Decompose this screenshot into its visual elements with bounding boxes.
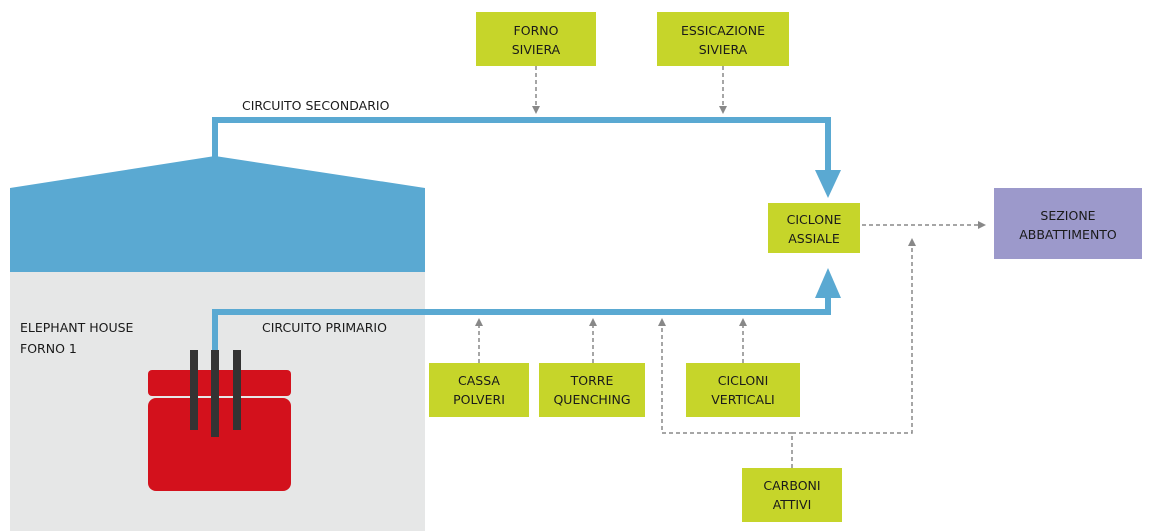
torre-quenching-line2: QUENCHING <box>553 392 630 407</box>
electrode-left <box>190 350 198 430</box>
essicazione-siviera-line1: ESSICAZIONE <box>681 23 765 38</box>
forno-siviera-box: FORNO SIVIERA <box>476 12 596 66</box>
torre-quenching-box: TORRE QUENCHING <box>539 363 645 417</box>
furnace-lid <box>148 370 291 396</box>
essicazione-siviera-line2: SIVIERA <box>699 42 748 57</box>
essicazione-siviera-box: ESSICAZIONE SIVIERA <box>657 12 789 66</box>
secondary-circuit-arrowhead <box>815 170 841 198</box>
cassa-polveri-line2: POLVERI <box>453 392 505 407</box>
carboni-attivi-line2: ATTIVI <box>773 497 812 512</box>
electrode-center <box>211 350 219 437</box>
furnace-body <box>148 398 291 491</box>
forno-siviera-line2: SIVIERA <box>512 42 561 57</box>
sezione-abbattimento-line1: SEZIONE <box>1040 208 1095 223</box>
sezione-abbattimento-box: SEZIONE ABBATTIMENTO <box>994 188 1142 259</box>
building-roof <box>10 156 425 272</box>
secondary-circuit-pipe <box>212 117 831 172</box>
carboni-attivi-left-connector <box>658 318 793 468</box>
sezione-abbattimento-line2: ABBATTIMENTO <box>1019 227 1117 242</box>
carboni-attivi-box: CARBONI ATTIVI <box>742 468 842 522</box>
torre-quenching-line1: TORRE <box>570 373 614 388</box>
circuito-primario-label: CIRCUITO PRIMARIO <box>262 320 387 335</box>
carboni-attivi-right-connector <box>792 238 916 434</box>
cassa-polveri-line1: CASSA <box>458 373 500 388</box>
cicloni-verticali-line1: CICLONI <box>718 373 769 388</box>
primary-circuit-pipe <box>212 296 831 350</box>
circuito-secondario-label: CIRCUITO SECONDARIO <box>242 98 390 113</box>
cicloni-verticali-box: CICLONI VERTICALI <box>686 363 800 417</box>
cassa-polveri-box: CASSA POLVERI <box>429 363 529 417</box>
primary-circuit-arrowhead <box>815 268 841 298</box>
building-label-line1: ELEPHANT HOUSE <box>20 320 134 335</box>
electrode-right <box>233 350 241 430</box>
building-label-line2: FORNO 1 <box>20 341 77 356</box>
ciclone-assiale-line1: CICLONE <box>787 212 842 227</box>
ciclone-assiale-line2: ASSIALE <box>788 231 840 246</box>
forno-siviera-line1: FORNO <box>514 23 559 38</box>
ciclone-assiale-box: CICLONE ASSIALE <box>768 203 860 253</box>
cicloni-verticali-line2: VERTICALI <box>711 392 774 407</box>
carboni-attivi-line1: CARBONI <box>763 478 820 493</box>
